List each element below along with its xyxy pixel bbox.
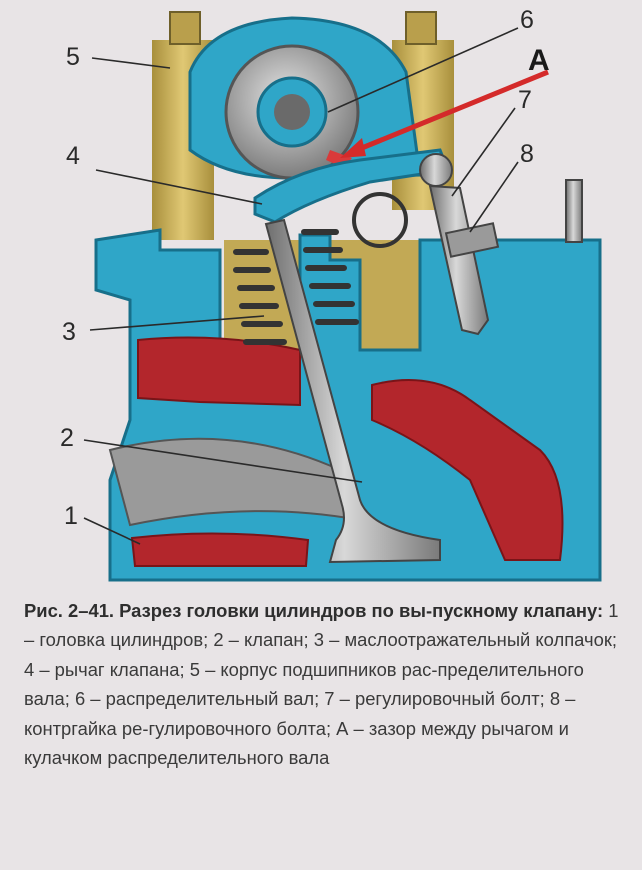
adjusting-bolt-lock-nut — [444, 222, 500, 258]
leader-line-6 — [327, 27, 519, 113]
callout-6: 6 — [520, 6, 534, 34]
figure-caption-legend: 1 – головка цилиндров; 2 – клапан; 3 – м… — [24, 600, 619, 769]
leader-line-8 — [469, 161, 519, 233]
figure-caption: Рис. 2–41. Разрез головки цилиндров по в… — [24, 596, 624, 772]
callout-2: 2 — [60, 424, 74, 452]
leader-line-4 — [95, 169, 263, 205]
coolant-jacket — [130, 336, 564, 567]
leader-line-5 — [91, 57, 171, 69]
valve-stem-oil-seal — [233, 229, 359, 345]
valve-rocker-arm — [253, 148, 451, 224]
figure-caption-title: Рис. 2–41. Разрез головки цилиндров по в… — [24, 600, 604, 621]
callout-3: 3 — [62, 318, 76, 346]
leader-line-7 — [451, 107, 516, 197]
callout-1: 1 — [64, 502, 78, 530]
callout-5: 5 — [66, 43, 80, 71]
callout-4: 4 — [66, 142, 80, 170]
valve — [264, 218, 441, 564]
camshaft — [224, 44, 360, 180]
head-stud — [565, 179, 583, 243]
clearance-arrow — [351, 69, 549, 155]
cylinder-head-section-diagram: 5 4 3 2 1 6 А 7 8 — [60, 6, 602, 582]
leader-line-3 — [89, 315, 265, 331]
adjusting-bolt — [419, 153, 490, 336]
rocker-spring — [352, 192, 408, 248]
callout-7: 7 — [518, 86, 532, 114]
leader-line-1 — [83, 517, 141, 545]
leader-line-2 — [83, 439, 363, 483]
callout-8: 8 — [520, 140, 534, 168]
callout-a: А — [528, 44, 550, 77]
clearance-arrowhead — [340, 138, 366, 158]
